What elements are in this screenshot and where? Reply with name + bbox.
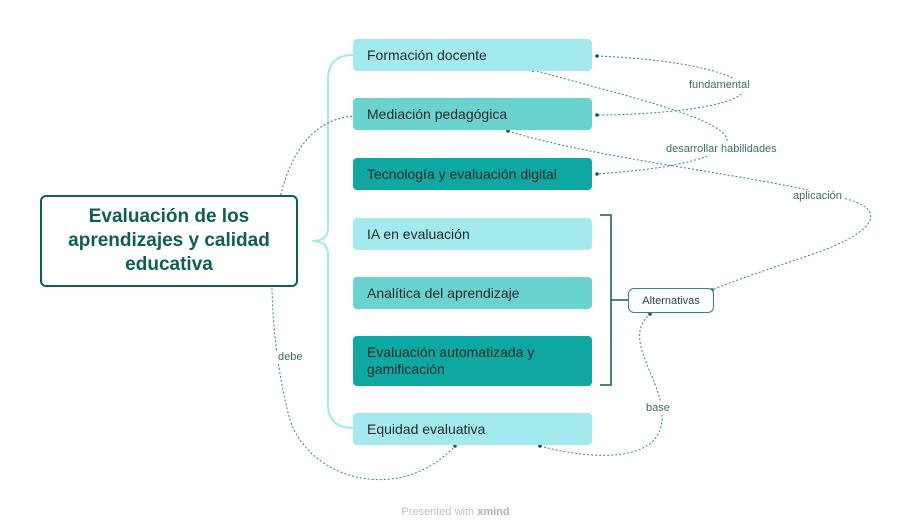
topic-tecnologia-evaluacion-digital[interactable]: Tecnología y evaluación digital [353, 158, 592, 190]
summary-alternativas[interactable]: Alternativas [628, 288, 714, 313]
root-brace [311, 54, 354, 429]
footer-brand: xmind [477, 506, 510, 518]
topic-ia-en-evaluacion[interactable]: IA en evaluación [353, 218, 592, 250]
relationship-label-debe[interactable]: debe [276, 351, 305, 364]
rel-dot [595, 172, 599, 176]
footer-prefix: Presented with [401, 506, 475, 518]
rel-dot [506, 129, 510, 133]
rel-dot [538, 444, 542, 448]
topic-equidad-evaluativa[interactable]: Equidad evaluativa [353, 413, 592, 445]
relationship-label-fundamental[interactable]: fundamental [687, 79, 752, 92]
topic-formacion-docente[interactable]: Formación docente [353, 39, 592, 71]
relationship-fundamental-line [596, 55, 745, 116]
rel-dot [648, 312, 652, 316]
relationship-aplicacion-line [507, 130, 872, 291]
relationship-label-base[interactable]: base [644, 402, 672, 415]
topic-evaluacion-automatizada-gamificacion[interactable]: Evaluación automatizada y gamificación [353, 336, 592, 386]
topic-analitica-del-aprendizaje[interactable]: Analítica del aprendizaje [353, 277, 592, 309]
central-topic[interactable]: Evaluación de los aprendizajes y calidad… [40, 195, 298, 287]
summary-bracket [600, 214, 628, 386]
relationship-label-aplicacion[interactable]: aplicación [791, 190, 844, 203]
relationship-debe-line [271, 115, 456, 481]
topic-mediacion-pedagogica[interactable]: Mediación pedagógica [353, 98, 592, 130]
relationship-base-line [539, 313, 663, 456]
footer-credit: Presented with xmind [0, 506, 911, 518]
rel-dot [453, 444, 457, 448]
relationship-label-desarrollar-habilidades[interactable]: desarrollar habilidades [664, 143, 779, 156]
rel-dot [595, 54, 599, 58]
rel-dot [595, 113, 599, 117]
